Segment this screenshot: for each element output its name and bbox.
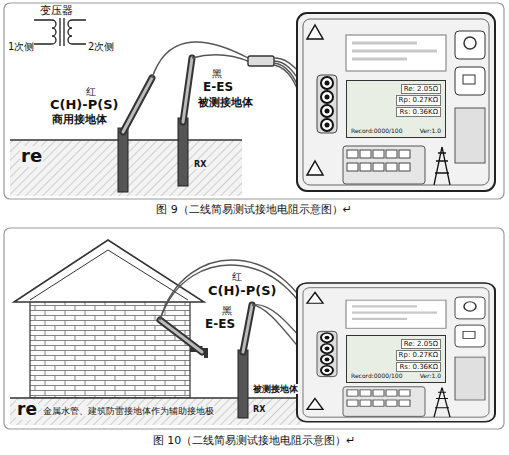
water-pipe (160, 320, 206, 358)
tested-electrode (243, 305, 252, 352)
auxiliary-electrode (123, 78, 152, 132)
status-row: Record:0000/100 Ver:1.0 (351, 128, 441, 135)
figure-caption: 图 10（二线简易测试接地电阻示意图）↵ (153, 435, 356, 448)
reading-value: Re: 2.05Ω (401, 84, 441, 94)
tested-electrode (183, 58, 192, 122)
reading-list: Re: 2.05ΩRp: 0.27KΩ Rs: 0.36KΩ (351, 84, 441, 118)
status-row: Record:0000/100 Ver:1.0 (351, 373, 441, 380)
terminal-name: E-ES (203, 81, 233, 95)
panel-frames (4, 3, 504, 429)
status-text: Record:0000/100 (351, 373, 403, 380)
test-leads (152, 42, 320, 125)
lead-color: 黑 (222, 305, 232, 317)
part-label: 变压器 (40, 5, 73, 18)
symbol-name: re (20, 146, 43, 167)
figure-caption: 图 9（二线简易测试接地电阻示意图）↵ (156, 204, 352, 217)
reading-value: Rs: 0.36KΩ (396, 107, 441, 117)
lead-color: 红 (232, 271, 242, 283)
reading-value: Re: 2.05Ω (401, 339, 441, 349)
tested-electrode (243, 305, 252, 352)
note: 金属水管、建筑防雷接地体作为辅助接地极 (42, 406, 215, 416)
transformer (52, 20, 56, 44)
house (30, 298, 190, 398)
reading-value: Rp: 0.27KΩ (396, 350, 441, 360)
tested-electrode (183, 58, 192, 122)
panel-frames (4, 228, 504, 429)
terminal-name: C(H)-P(S) (50, 98, 118, 113)
part-label: 被测接地体 (198, 97, 253, 110)
status-text: Record:0000/100 (351, 128, 403, 135)
tested-electrode (178, 118, 188, 186)
symbol-name: re (16, 400, 38, 420)
house (14, 240, 204, 398)
terminal-name: C(H)-P(S) (208, 284, 276, 299)
earth-tester (297, 13, 495, 191)
terminal-name: E-ES (205, 318, 235, 332)
ground-strip (10, 398, 302, 425)
auxiliary-electrode (118, 128, 128, 192)
lcd-screen: Re: 2.05ΩRp: 0.27KΩ Rs: 0.36KΩRecord:0000… (346, 335, 446, 383)
water-pipe (160, 320, 202, 352)
water-pipe (160, 320, 202, 352)
part-label: 商用接地体 (52, 114, 107, 127)
status-text: Ver:1.0 (420, 373, 441, 380)
auxiliary-electrode (123, 78, 152, 132)
test-leads (192, 55, 250, 62)
earth-tester (297, 283, 495, 422)
lcd-screen: Re: 2.05ΩRp: 0.27KΩ Rs: 0.36KΩ Record:0000… (346, 80, 446, 138)
reading-value: Rp: 0.27KΩ (396, 95, 441, 105)
tested-electrode (238, 350, 248, 418)
transformer (34, 20, 86, 44)
house (30, 250, 188, 300)
lead-color: 黑 (212, 68, 222, 80)
tested-electrode (238, 305, 252, 418)
panel-frames (4, 3, 504, 199)
test-leads (248, 56, 274, 66)
lead-color: 红 (86, 86, 96, 98)
part-label: 1次侧 (8, 41, 34, 53)
status-text: Ver:1.0 (420, 128, 441, 135)
transformer (60, 18, 64, 46)
reading-list: Re: 2.05ΩRp: 0.27KΩ Rs: 0.36KΩ (351, 339, 441, 373)
transformer (34, 18, 86, 46)
part-label: 被测接地体 (252, 384, 299, 394)
ground-strip (10, 398, 302, 425)
house (14, 240, 204, 302)
symbol-name: RX (193, 160, 207, 169)
symbol-name: RX (252, 405, 266, 414)
tested-electrode (178, 58, 192, 186)
part-label: 2次侧 (88, 41, 114, 53)
auxiliary-electrode (118, 78, 152, 192)
test-leads (152, 42, 248, 78)
reading-value: Rs: 0.36KΩ (396, 362, 441, 372)
transformer (68, 20, 72, 44)
ground-strip (10, 397, 302, 399)
